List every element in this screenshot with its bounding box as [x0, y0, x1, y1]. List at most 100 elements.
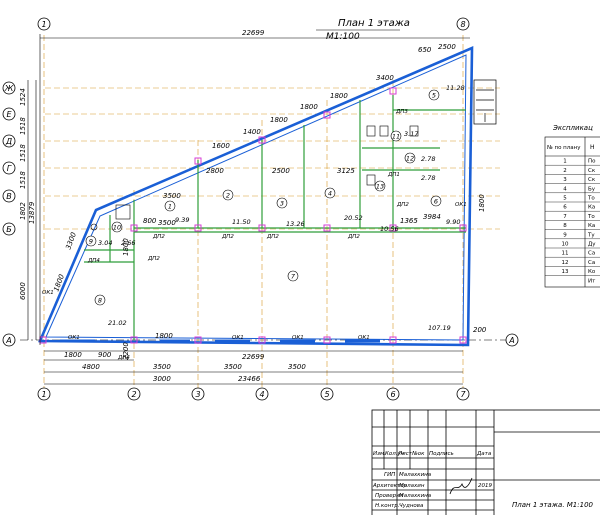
column	[389, 87, 397, 95]
dim-text: 3300	[64, 231, 78, 251]
dim-text: 1800	[155, 332, 173, 340]
dim-text: 1524	[19, 88, 27, 106]
stamp-name: Малахкина	[399, 493, 432, 499]
balcony-outline	[473, 79, 497, 125]
room-circle-5	[428, 89, 440, 101]
dim-text: 2500	[438, 43, 456, 51]
stamp-sheet-title: План 1 этажа. М1:100	[512, 501, 594, 509]
dim-text: 3500	[163, 192, 181, 200]
stamp-header-ndok: №ок	[411, 451, 425, 457]
axis-bubble-8-top	[456, 17, 470, 31]
exterior-wall-outline	[38, 46, 474, 347]
interior-partitions	[84, 95, 466, 340]
explication-row-name: Бу	[588, 186, 596, 192]
door-mark: ДП2	[266, 234, 279, 240]
explication-total: Ит	[588, 278, 596, 284]
room-areas: 9.39 11.50 13.26 20.52 11.28 9.90 107.19…	[98, 84, 465, 332]
stamp-header-izm: Изм.	[373, 451, 386, 457]
door-mark: ДП2	[396, 202, 409, 208]
opening-marks: ОК1 ОК1 ОК1 ОК1 ОК1 ОК1 ДП2 ДП2 ДП2 ДП2 …	[42, 109, 467, 361]
axis-bubble-1	[37, 387, 51, 401]
axis-number-5: 5	[324, 390, 329, 399]
explication-row-name: Ту	[587, 232, 595, 238]
room-number-9: 9	[89, 238, 93, 246]
dim-text: 1365	[400, 217, 418, 225]
door-mark: ДП1	[387, 172, 400, 178]
explication-row-number: 8	[563, 223, 567, 229]
room-circle-2	[222, 189, 234, 201]
room-circle-11	[390, 130, 402, 142]
explication-row-number: 7	[563, 214, 567, 220]
room-circle-7	[287, 270, 299, 282]
explication-row-number: 1	[563, 159, 567, 165]
dim-text: 2200	[122, 342, 130, 360]
axis-label-zh: Ж	[4, 84, 14, 93]
axis-bubble-v	[2, 189, 16, 203]
axis-label-v: В	[6, 192, 12, 201]
room-area: 11.28	[446, 84, 465, 92]
explication-header-no: № по плану	[547, 145, 581, 151]
room-area: 9.90	[446, 218, 460, 226]
dim-text: 1800	[478, 194, 486, 212]
explication-row-name: Ск	[588, 168, 596, 174]
plan-scale: М1:100	[326, 32, 360, 42]
axis-bubble-5	[320, 387, 334, 401]
stamp-header-data: Дата	[476, 451, 492, 457]
column	[194, 336, 202, 344]
room-number-7: 7	[291, 273, 296, 281]
dim-text: 4800	[82, 363, 100, 371]
room-number-3: 3	[280, 200, 284, 208]
window-mark: ОК1	[455, 202, 467, 208]
stamp-role: Н.контр.	[375, 503, 400, 509]
stamp-name: Малахкина	[399, 472, 432, 478]
room-number-circles	[85, 89, 442, 306]
room-number-8: 8	[98, 297, 102, 305]
stamp-date: 2019	[478, 483, 492, 489]
room-number-4: 4	[328, 190, 332, 198]
axis-bubbles-numbers	[37, 17, 470, 401]
window-mark: ОК1	[68, 335, 80, 341]
stamp-header-podpis: Подпись	[429, 451, 454, 457]
shower-tray	[115, 204, 131, 220]
dim-text: 22699	[242, 29, 265, 37]
axis-number-7: 7	[460, 390, 466, 399]
column	[194, 157, 202, 165]
door-mark: ДП2	[347, 234, 360, 240]
room-area: 10.56	[380, 225, 399, 233]
column	[258, 336, 266, 344]
stamp-role: ГИП	[384, 472, 395, 478]
signature-mark	[449, 477, 473, 495]
axis-number-3: 3	[195, 390, 200, 399]
column	[323, 336, 331, 344]
room-area: 107.19	[428, 324, 451, 332]
explication-row-number: 11	[562, 251, 569, 257]
plan-title: План 1 этажа	[338, 18, 410, 29]
columns	[39, 87, 467, 344]
axis-bubble-e	[2, 107, 16, 121]
axis-bubble-6	[386, 387, 400, 401]
room-area: 11.50	[232, 218, 251, 226]
axis-bubble-3	[191, 387, 205, 401]
dim-text: 22699	[242, 353, 265, 361]
title-block: Изм. Кол.уч Лист №ок Подпись Дата ГИП Ма…	[371, 409, 600, 515]
explication-row-number: 12	[562, 260, 569, 266]
axis-label-a-right: А	[508, 336, 514, 345]
axis-label-g: Г	[7, 164, 12, 173]
room-area: 3.04	[98, 239, 112, 247]
dim-text: 3400	[376, 74, 394, 82]
column	[389, 336, 397, 344]
axis-label-b: Б	[6, 225, 12, 234]
stamp-name: Чуднова	[399, 503, 424, 509]
room-number-11: 11	[392, 133, 400, 141]
toilet-icon	[366, 174, 376, 186]
explication-row-name: Са	[588, 251, 595, 257]
dim-text: 3500	[158, 219, 176, 227]
room-number-2: 2	[226, 192, 230, 200]
room-circle-13	[374, 180, 386, 192]
dim-text: 2800	[206, 167, 224, 175]
axis-bubble-g	[2, 161, 16, 175]
dim-text: 3500	[288, 363, 306, 371]
washbasin-icon	[90, 223, 98, 231]
